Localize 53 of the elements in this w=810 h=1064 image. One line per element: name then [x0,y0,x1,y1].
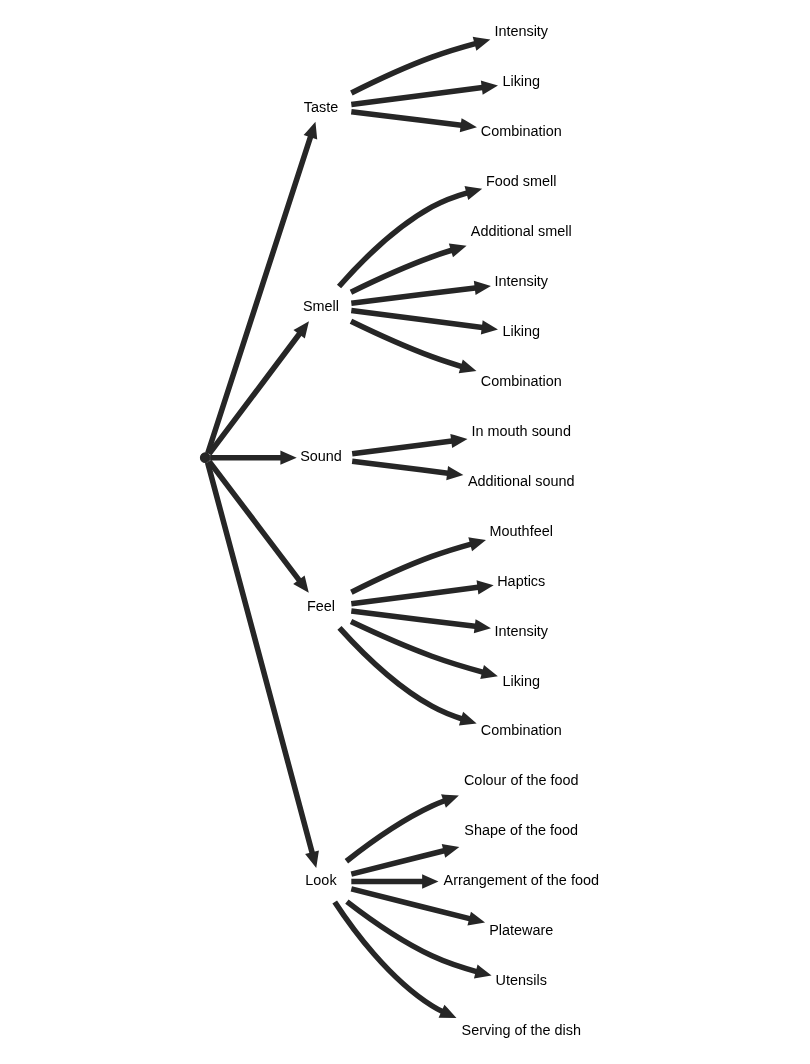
node-text: Intensity [493,273,548,290]
node-text: Liking [501,672,540,689]
arrow [350,80,498,108]
arrow [336,625,477,726]
node-text: Utensils [495,972,547,989]
arrow [344,899,492,979]
node-text: Additional smell [470,223,572,240]
node-text: Taste [303,98,338,115]
node-text: Liking [501,73,540,90]
arrow [350,886,485,926]
node-text: Mouthfeel [489,522,553,539]
node-text: Serving of the dish [461,1022,581,1039]
arrow [350,874,438,889]
arrow [350,608,491,634]
arrow [344,794,459,864]
node-text: Plateware [488,922,553,939]
node-text: Liking [501,323,540,340]
arrow [349,36,490,96]
arrow [349,537,486,595]
arrow [331,900,456,1018]
node-text: Haptics [496,572,545,589]
node-text: Intensity [493,23,548,40]
arrow [209,450,297,465]
arrow [336,186,482,289]
node-text: Sound [299,448,342,465]
arrow [351,458,463,481]
arrow [349,619,498,679]
node-text: Combination [480,123,562,140]
arrow [350,580,494,607]
node-text: Smell [302,297,339,314]
node-text: Arrangement of the food [443,872,599,889]
node-text: Shape of the food [463,822,578,839]
node-point [199,452,211,463]
node-text: Combination [480,372,562,389]
arrow [350,307,498,335]
arrow [349,318,476,374]
arrow [204,461,319,869]
node-text: Intensity [493,622,548,639]
arrow [204,121,317,455]
node-text: Food smell [485,173,556,190]
arrow [206,459,309,593]
node-text: Combination [480,722,562,739]
arrow [350,843,459,877]
arrow [349,243,467,295]
node-text: Feel [306,598,335,615]
node-text: Colour of the food [463,772,579,789]
arrow [350,109,477,133]
node-text: Look [304,872,337,889]
arrow [351,433,467,457]
arrow [206,321,309,456]
node-text: Additional sound [467,472,575,489]
node-text: In mouth sound [471,422,571,439]
arrow [350,280,491,306]
